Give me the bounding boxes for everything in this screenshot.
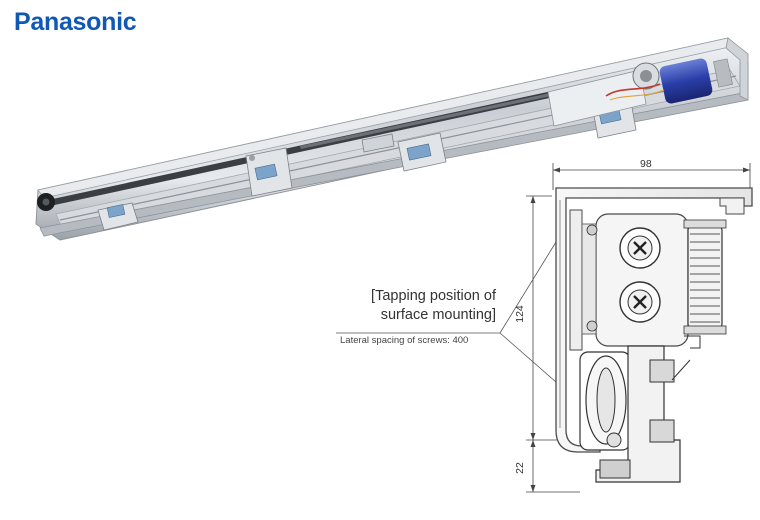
callout-title-line2: surface mounting] <box>380 307 496 323</box>
toothed-pulley <box>683 219 727 335</box>
profile-top-hook <box>719 197 745 215</box>
lower-guide-wheel <box>579 351 631 451</box>
hanger-bracket-3 <box>397 132 447 172</box>
cross-section-drawing <box>526 163 753 493</box>
tapping-position-callout: [Tapping position of surface mounting] L… <box>336 287 496 346</box>
width-dimension-label: 98 <box>640 158 652 170</box>
bolt <box>586 224 598 236</box>
upper-roller <box>619 227 661 269</box>
door-operator-rail <box>35 37 749 241</box>
idler-pulley-hub <box>42 198 50 206</box>
hanger-bracket-2 <box>245 147 293 197</box>
carriage-plate <box>569 209 583 351</box>
callout-leaders <box>336 241 557 383</box>
width-dimension <box>552 163 751 190</box>
callout-title-line1: [Tapping position of <box>371 288 496 304</box>
hanger-bracket-1 <box>97 202 139 231</box>
bottom-dimension <box>526 440 580 493</box>
door-hanger-bracket <box>595 345 691 483</box>
lower-roller <box>619 281 661 323</box>
belt-clamp <box>361 133 395 153</box>
drive-motor <box>547 58 733 127</box>
rail-end-cap <box>725 37 749 101</box>
height-dimension <box>526 195 560 441</box>
panasonic-logo: Panasonic <box>14 8 137 36</box>
height-dimension-label: 124 <box>513 305 526 323</box>
callout-screw-spacing: Lateral spacing of screws: 400 <box>340 335 469 346</box>
bolt <box>586 320 598 332</box>
bottom-dimension-label: 22 <box>513 462 526 474</box>
